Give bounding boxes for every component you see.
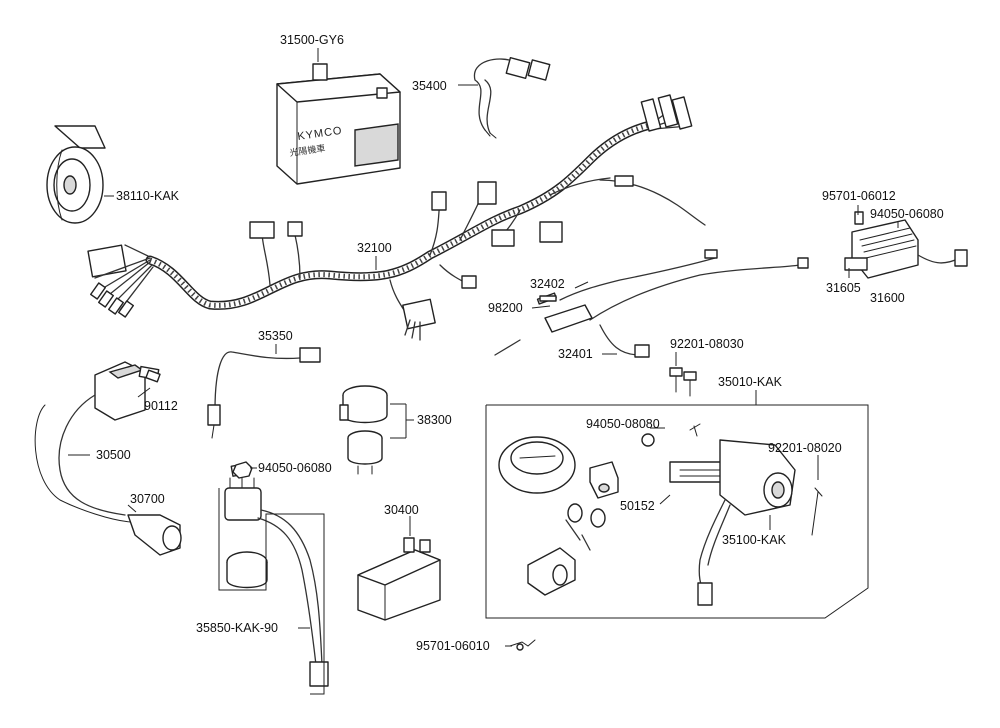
battery-drawing: KYMCO 光陽機車 xyxy=(276,63,401,185)
switch-38300-drawing xyxy=(339,385,388,475)
ignition-coil-drawing xyxy=(34,361,160,523)
hardware-drawing xyxy=(145,295,697,651)
label-95701-06012: 95701-06012 xyxy=(822,189,896,203)
label-32100: 32100 xyxy=(357,241,392,255)
label-30400: 30400 xyxy=(384,503,419,517)
label-94050-08080: 94050-08080 xyxy=(586,417,660,431)
label-92201-08030: 92201-08030 xyxy=(670,337,744,351)
label-30700: 30700 xyxy=(130,492,165,506)
lock-set-drawing xyxy=(498,423,823,606)
label-31605: 31605 xyxy=(826,281,861,295)
relay-35850-drawing xyxy=(224,463,329,687)
part-labels: 31500-GY6 35400 38110-KAK 32100 95701-06… xyxy=(96,33,944,653)
cdi-drawing xyxy=(357,537,441,621)
regulator-drawing xyxy=(844,211,968,279)
label-94050-06080-bottom: 94050-06080 xyxy=(258,461,332,475)
label-35400: 35400 xyxy=(412,79,447,93)
label-38300: 38300 xyxy=(417,413,452,427)
main-harness-drawing xyxy=(87,94,706,341)
label-35100-kak: 35100-KAK xyxy=(722,533,787,547)
label-35010-kak: 35010-KAK xyxy=(718,375,783,389)
label-32401: 32401 xyxy=(558,347,593,361)
label-50152: 50152 xyxy=(620,499,655,513)
label-31500-gy6: 31500-GY6 xyxy=(280,33,344,47)
label-30500: 30500 xyxy=(96,448,131,462)
sensor-35350-drawing xyxy=(207,347,321,439)
label-94050-06080-top: 94050-06080 xyxy=(870,207,944,221)
lock-set-box xyxy=(485,404,869,619)
cables-drawing xyxy=(494,249,809,358)
label-35350: 35350 xyxy=(258,329,293,343)
label-32402: 32402 xyxy=(530,277,565,291)
label-98200: 98200 xyxy=(488,301,523,315)
label-31600: 31600 xyxy=(870,291,905,305)
label-38110-kak: 38110-KAK xyxy=(116,189,180,203)
harness-35400-drawing xyxy=(473,56,551,139)
plug-cap-drawing xyxy=(127,514,182,556)
label-95701-06010: 95701-06010 xyxy=(416,639,490,653)
label-35850-kak-90: 35850-KAK-90 xyxy=(196,621,278,635)
leader-lines xyxy=(68,48,899,647)
label-90112: 90112 xyxy=(144,399,178,413)
label-92201-08020: 92201-08020 xyxy=(768,441,842,455)
relay-box xyxy=(218,488,325,695)
horn-drawing xyxy=(46,125,106,224)
